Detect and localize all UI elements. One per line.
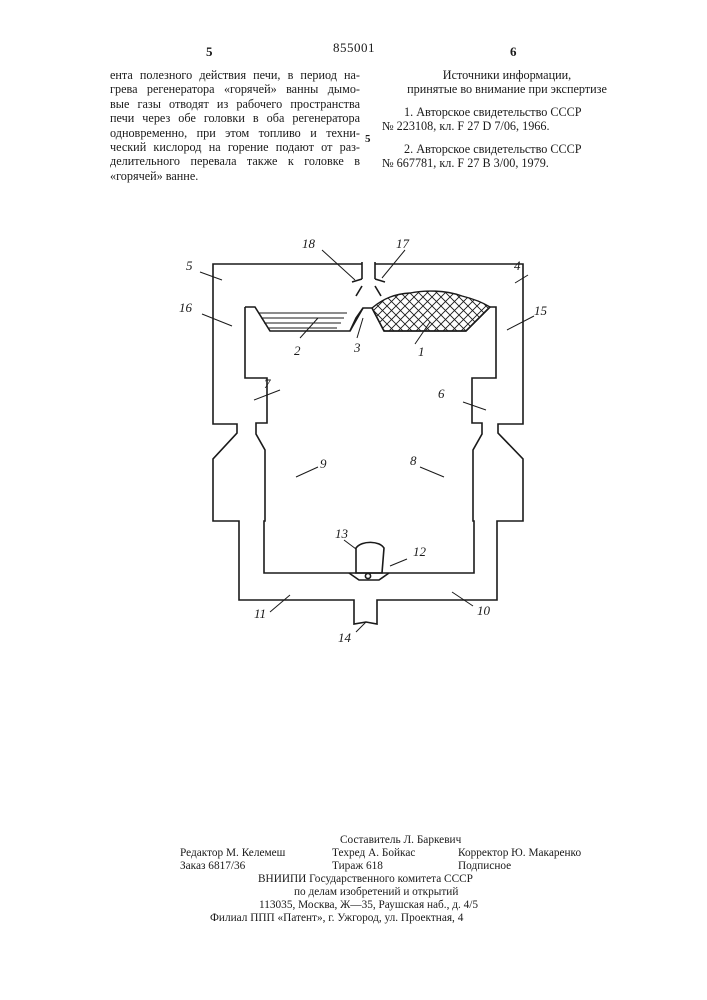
corrector: Корректор Ю. Макаренко bbox=[458, 847, 581, 860]
diagram-label-13: 13 bbox=[335, 526, 349, 541]
burner-left bbox=[352, 279, 385, 282]
editor: Редактор М. Келемеш bbox=[180, 847, 285, 860]
diagram-label-4: 4 bbox=[514, 258, 521, 273]
diagram-label-6: 6 bbox=[438, 386, 445, 401]
diagram-label-8: 8 bbox=[410, 453, 417, 468]
diagram-label-2: 2 bbox=[294, 343, 301, 358]
valve-body bbox=[356, 542, 384, 573]
organization: ВНИИПИ Государственного комитета СССР bbox=[258, 873, 473, 886]
compiler: Составитель Л. Баркевич bbox=[340, 834, 461, 847]
inner-wall bbox=[245, 307, 496, 573]
diagram-label-16: 16 bbox=[179, 300, 193, 315]
order-number: Заказ 6817/36 bbox=[180, 860, 245, 873]
organization-dept: по делам изобретений и открытий bbox=[294, 886, 458, 899]
diagram-label-9: 9 bbox=[320, 456, 327, 471]
liquid-bath bbox=[258, 313, 347, 328]
diagram-label-1: 1 bbox=[418, 344, 425, 359]
circulation: Тираж 618 bbox=[332, 860, 383, 873]
diagram-label-3: 3 bbox=[353, 340, 361, 355]
diagram-label-15: 15 bbox=[534, 303, 548, 318]
diagram-label-7: 7 bbox=[264, 376, 271, 391]
charge-pile bbox=[372, 291, 490, 331]
burner-tips bbox=[356, 286, 381, 296]
address: 113035, Москва, Ж—35, Раушская наб., д. … bbox=[259, 899, 478, 912]
branch: Филиал ППП «Патент», г. Ужгород, ул. Про… bbox=[210, 912, 463, 925]
tech-editor: Техред А. Бойкас bbox=[332, 847, 415, 860]
subscription: Подписное bbox=[458, 860, 511, 873]
diagram-label-18: 18 bbox=[302, 236, 316, 251]
diagram-label-14: 14 bbox=[338, 630, 352, 645]
diagram-label-11: 11 bbox=[254, 606, 266, 621]
diagram-label-17: 17 bbox=[396, 236, 410, 251]
diagram-label-12: 12 bbox=[413, 544, 427, 559]
diagram-label-5: 5 bbox=[186, 258, 193, 273]
diagram-label-10: 10 bbox=[477, 603, 491, 618]
